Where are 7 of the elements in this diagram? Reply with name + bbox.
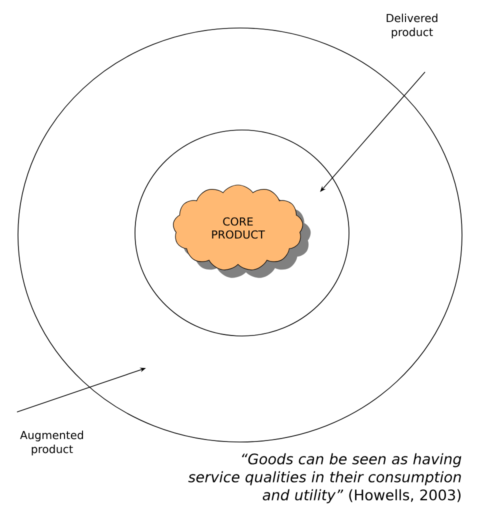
inner-circle (134, 130, 350, 336)
outer-circle (18, 28, 462, 442)
quote-caption: “Goods can be seen as having service qualities in their consumption and utility” (Howells, 2003) (188, 453, 462, 504)
arrow (320, 72, 426, 192)
callout-text: Augmented product (20, 430, 83, 456)
callout-text: Delivered product (386, 14, 438, 38)
core-cloud: CORE PRODUCT (173, 184, 311, 278)
